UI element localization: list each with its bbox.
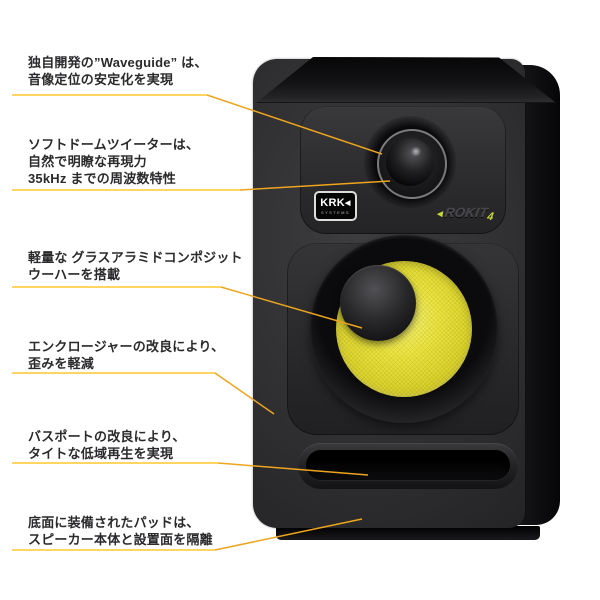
rokit-logo: ◄ROKIT4 — [433, 204, 495, 223]
annotation-tweeter: ソフトドームツイーターは、 自然で明瞭な再現力 35kHz までの周波数特性 — [28, 136, 199, 187]
annotation-line: 自然で明瞭な再現力 — [28, 154, 147, 169]
tweeter-dome — [386, 138, 434, 186]
annotation-line: 底面に装備されたパッドは、 — [28, 515, 200, 530]
woofer — [310, 235, 498, 423]
annotation-bottom-pad: 底面に装備されたパッドは、 スピーカー本体と設置面を隔離 — [28, 514, 213, 548]
annotation-line: 35kHz までの周波数特性 — [28, 171, 176, 186]
annotation-enclosure: エンクロージャーの改良により、 歪みを軽減 — [28, 338, 224, 372]
annotation-woofer: 軽量な グラスアラミドコンポジット ウーハーを搭載 — [28, 249, 243, 283]
woofer-dust-cap — [340, 265, 416, 341]
krk-systems-text: SYSTEMS — [321, 209, 350, 215]
annotation-line: ウーハーを搭載 — [28, 267, 121, 282]
annotation-line: バスポートの改良により、 — [28, 429, 186, 444]
annotation-line: 軽量な グラスアラミドコンポジット — [28, 250, 243, 265]
annotation-line: タイトな低域再生を実現 — [28, 446, 174, 461]
speaker-photo: KRK◀ SYSTEMS ◄ROKIT4 — [253, 57, 560, 545]
rokit-name-text: ROKIT — [443, 205, 490, 220]
isolation-pad — [276, 526, 540, 540]
krk-logo-text: KRK◀ — [320, 196, 351, 209]
annotation-line: 歪みを軽減 — [28, 356, 95, 371]
annotation-line: 音像定位の安定化を実現 — [28, 72, 174, 87]
krk-logo-badge: KRK◀ SYSTEMS — [314, 191, 357, 221]
bass-port-slot — [306, 450, 510, 480]
bass-port — [298, 443, 518, 489]
annotation-bass-port: バスポートの改良により、 タイトな低域再生を実現 — [28, 428, 186, 462]
annotation-line: ソフトドームツイーターは、 — [28, 137, 200, 152]
krk-arrow-icon: ◀ — [345, 199, 351, 207]
tweeter-highlight — [410, 147, 422, 156]
annotation-waveguide: 独自開発の”Waveguide” は、 音像定位の安定化を実現 — [28, 54, 208, 88]
annotation-line: エンクロージャーの改良により、 — [28, 339, 225, 354]
annotation-line: 独自開発の”Waveguide” は、 — [28, 55, 208, 70]
annotation-line: スピーカー本体と設置面を隔離 — [28, 532, 213, 547]
